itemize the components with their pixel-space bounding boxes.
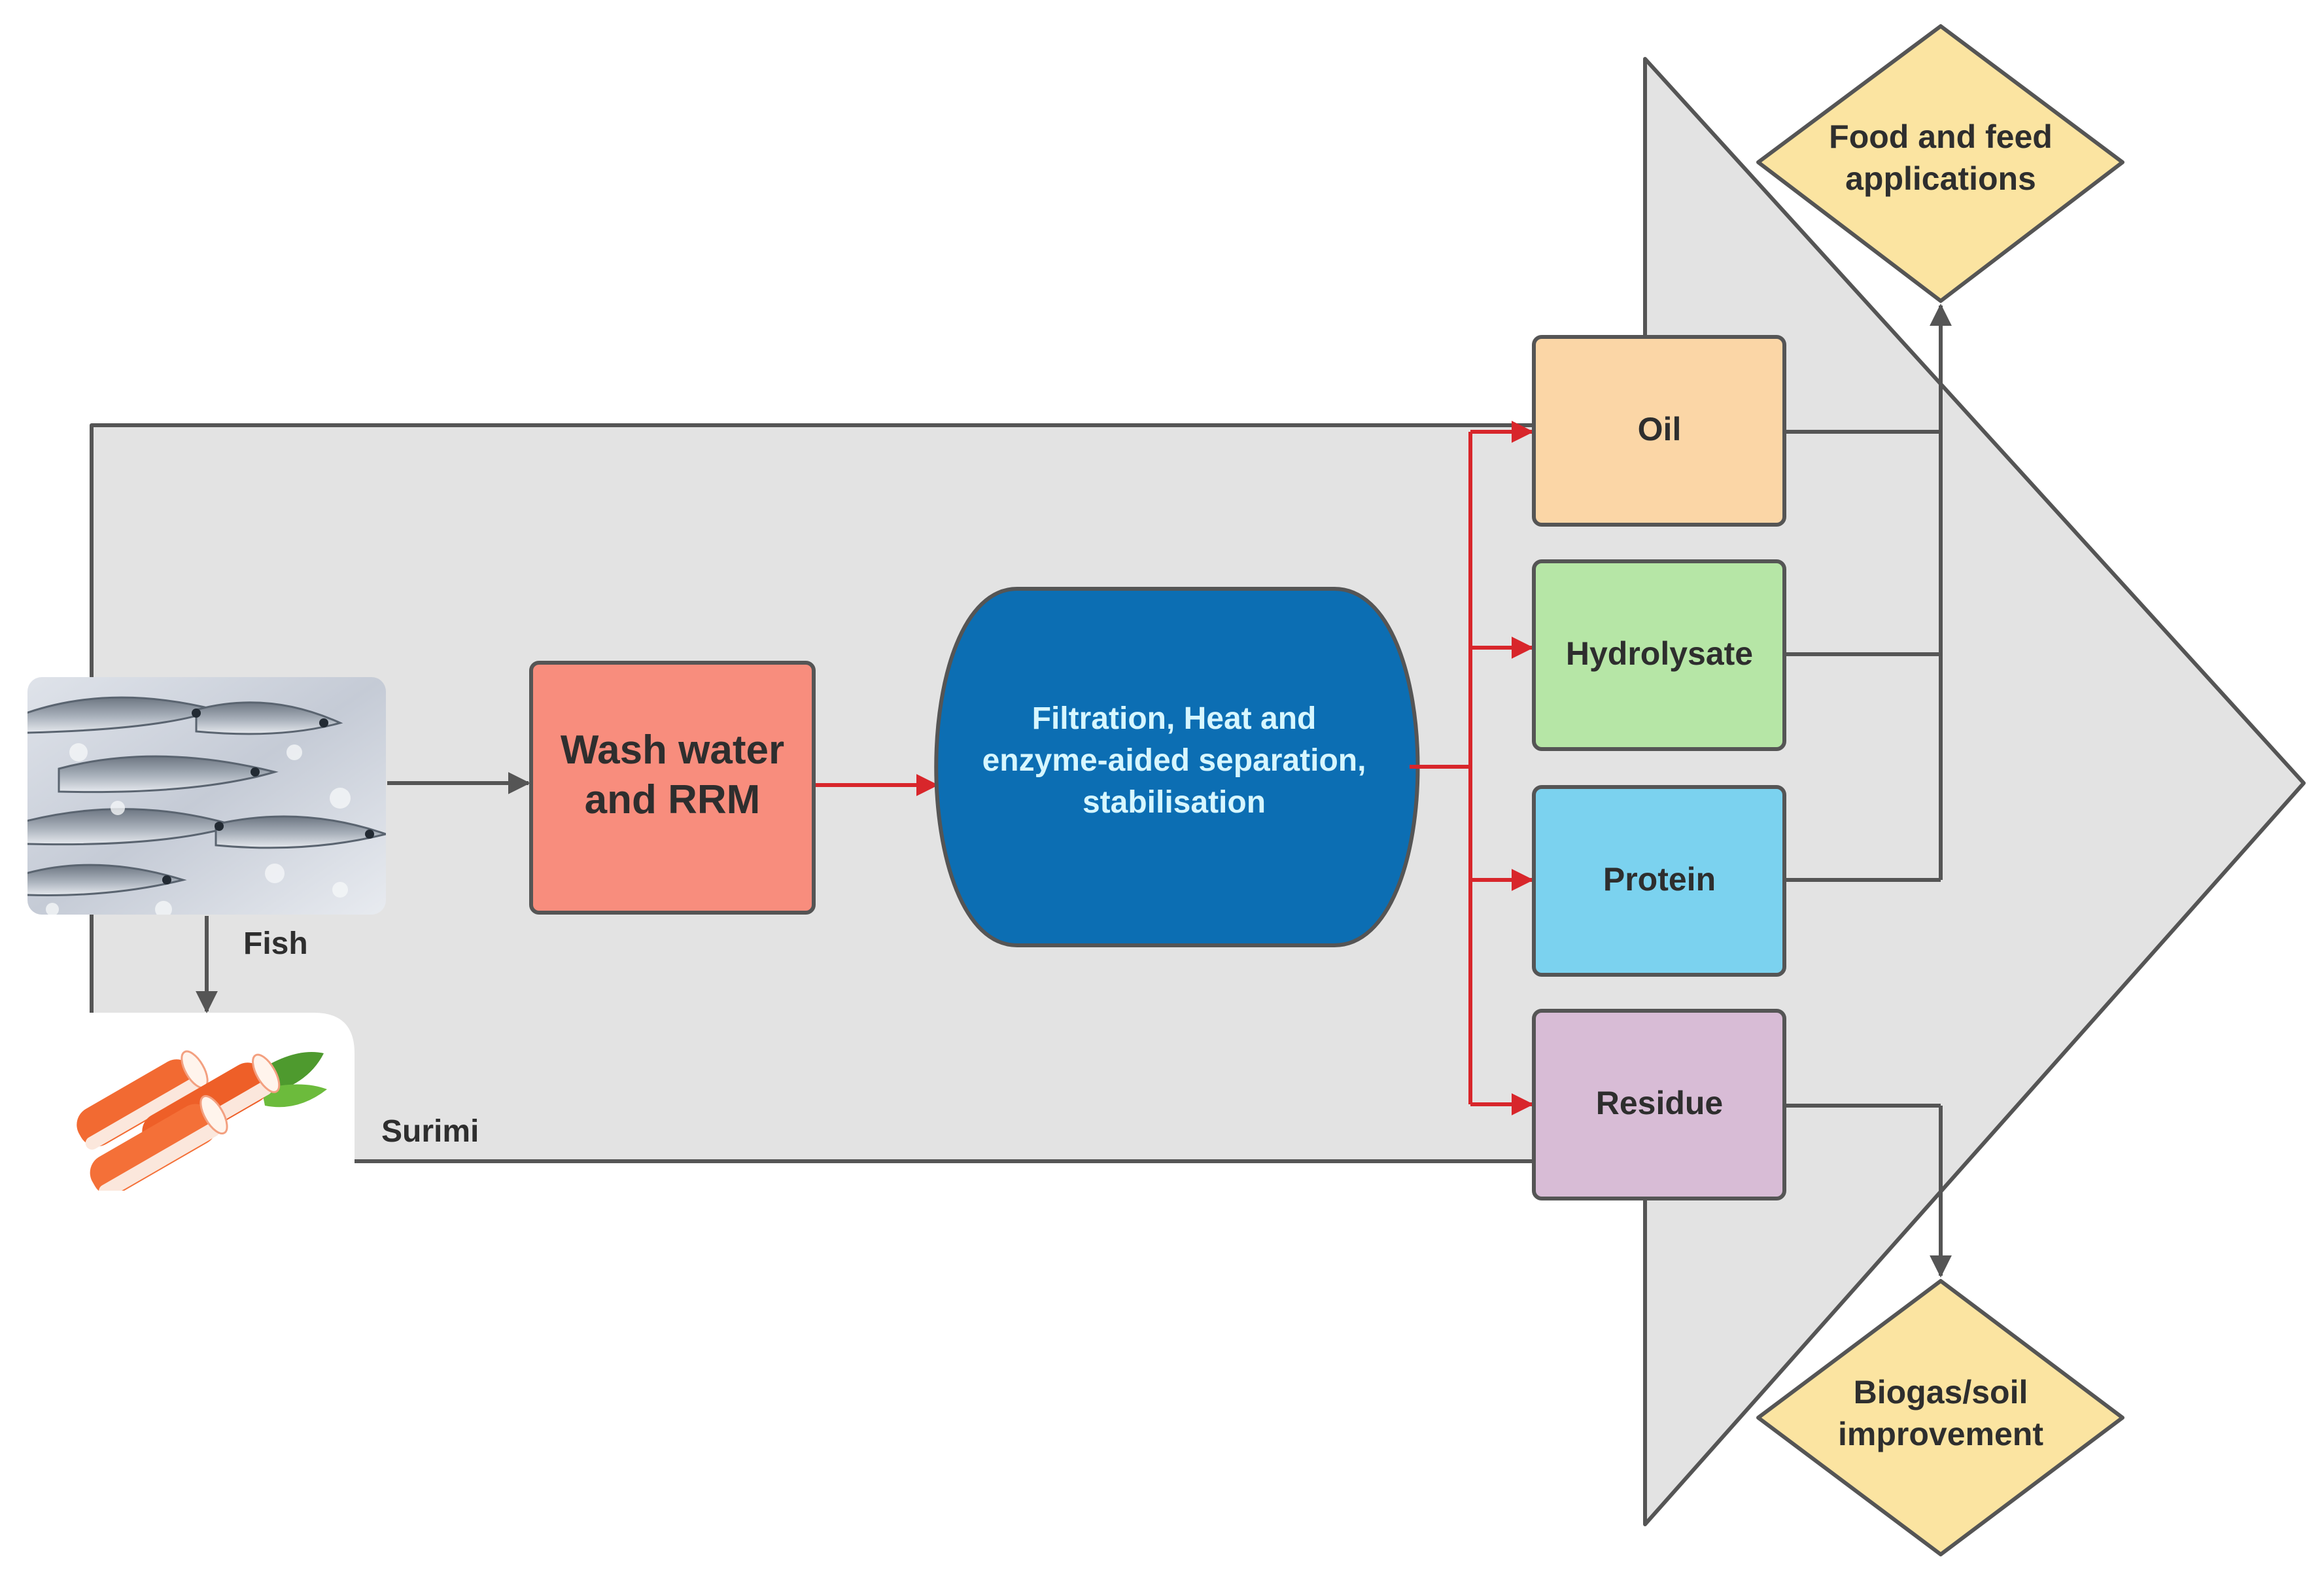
svg-text:and RRM: and RRM: [585, 777, 761, 822]
hydrolysate-label: Hydrolysate: [1566, 635, 1753, 672]
surimi-image: [77, 1050, 327, 1191]
svg-text:Biogas/soil: Biogas/soil: [1854, 1374, 2028, 1410]
wash-water-box: [529, 661, 816, 915]
food-feed-label: Food and feed applications: [1829, 118, 2053, 197]
food-feed-diamond: [1756, 24, 2125, 303]
process-step-label: Filtration, Heat and enzyme-aided separa…: [982, 701, 1366, 820]
residue-box: [1532, 1009, 1786, 1200]
svg-text:Wash water: Wash water: [561, 727, 784, 773]
svg-text:Filtration, Heat and: Filtration, Heat and: [1032, 701, 1317, 736]
protein-box: [1532, 785, 1786, 977]
wash-water-label: Wash water and RRM: [561, 727, 784, 822]
svg-text:applications: applications: [1845, 160, 2036, 197]
hydrolysate-box: [1532, 559, 1786, 751]
oil-box: [1532, 335, 1786, 527]
svg-text:enzyme-aided separation,: enzyme-aided separation,: [982, 743, 1366, 778]
residue-label: Residue: [1596, 1085, 1724, 1121]
biogas-label: Biogas/soil improvement: [1838, 1374, 2043, 1452]
process-step-shape: [934, 587, 1420, 947]
fish-image: [27, 677, 386, 915]
fish-label: Fish: [243, 926, 308, 961]
surimi-label: Surimi: [381, 1114, 479, 1149]
svg-text:Food and feed: Food and feed: [1829, 118, 2053, 155]
svg-text:improvement: improvement: [1838, 1416, 2043, 1452]
distribution-connectors: [1410, 421, 1534, 1115]
biogas-diamond: [1756, 1279, 2125, 1556]
svg-text:stabilisation: stabilisation: [1083, 785, 1266, 820]
protein-label: Protein: [1603, 861, 1716, 898]
output-connectors: [1786, 304, 1952, 1278]
oil-label: Oil: [1638, 411, 1682, 447]
